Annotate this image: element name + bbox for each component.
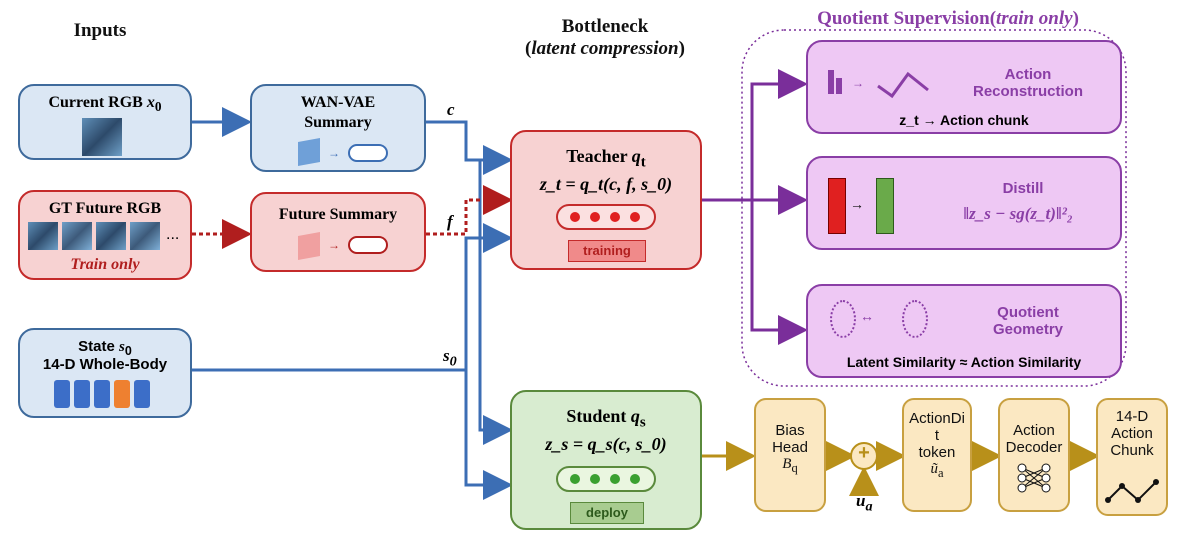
distill-title: Distill — [1002, 180, 1044, 197]
double-arrow-icon: ↔ — [860, 308, 874, 324]
future-frame-4 — [130, 222, 160, 250]
state-box: State s0 14-D Whole-Body — [18, 328, 192, 418]
arrow-small-icon: → — [852, 76, 864, 90]
teacher-formula: z_t = q_t(c, f, s_0) — [539, 174, 673, 194]
red-vector-icon — [828, 178, 846, 234]
distill-box: → Distill ‖z_s − sg(z_t)‖²₂ — [806, 156, 1122, 250]
token-pill-icon — [348, 144, 388, 162]
action-recon-caption: z_t → Action chunk — [899, 112, 1029, 128]
latent-dot — [570, 474, 580, 484]
future-ellipsis: ... — [166, 226, 180, 243]
distill-formula: ‖z_s − sg(z_t)‖²₂ — [963, 204, 1073, 223]
network-icon — [1017, 463, 1051, 493]
future-frame-3 — [96, 222, 126, 250]
token-pill-icon — [348, 236, 388, 254]
gt-future-label: GT Future RGB — [48, 200, 162, 217]
line-plot-icon — [877, 71, 929, 99]
arrow-small-icon: → — [328, 238, 340, 252]
state-label: State s0 — [78, 338, 132, 358]
arrow-c-to-teacher — [426, 120, 513, 175]
edge-label-f: f — [447, 212, 453, 231]
student-box: Student qs z_s = q_s(c, s_0) deploy — [510, 390, 702, 530]
trajectory-icon — [1105, 479, 1159, 503]
current-rgb-box: Current RGB x0 — [18, 84, 192, 160]
wan-vae-box: WAN-VAE Summary → — [250, 84, 426, 172]
stack-icon — [298, 232, 320, 260]
bar-chart-icon — [828, 70, 834, 94]
current-rgb-thumbnail — [82, 118, 122, 156]
latent-dot — [590, 474, 600, 484]
teacher-box: Teacher qt z_t = q_t(c, f, s_0) training — [510, 130, 702, 270]
wan-vae-subtitle: Summary — [304, 114, 372, 131]
stack-icon — [298, 138, 320, 166]
future-summary-title: Future Summary — [278, 206, 398, 223]
train-only-note: Train only — [70, 256, 140, 273]
green-vector-icon — [876, 178, 894, 234]
student-title: Student qs — [566, 406, 646, 431]
current-rgb-label: Current RGB x0 — [48, 94, 162, 115]
arrow-s0-to-teacher — [464, 223, 513, 370]
latent-dot — [610, 474, 620, 484]
state-bar-3 — [94, 380, 110, 408]
arrow-f-to-teacher — [426, 185, 513, 236]
bar-chart-icon — [836, 78, 842, 94]
training-badge: training — [568, 240, 646, 262]
quotient-header: Quotient Supervision(train only) — [817, 8, 1079, 29]
latent-dot — [590, 212, 600, 222]
student-latent-pill — [556, 466, 656, 492]
inputs-header: Inputs — [73, 20, 127, 41]
deploy-badge: deploy — [570, 502, 644, 524]
latent-dot — [630, 212, 640, 222]
arrow-small-icon: → — [328, 146, 340, 160]
latent-dot — [630, 474, 640, 484]
latent-dot — [610, 212, 620, 222]
latent-dot — [570, 212, 580, 222]
arrow-small-icon: → — [850, 196, 864, 212]
state-dim-label: 14-D Whole-Body — [42, 356, 168, 373]
future-frame-2 — [62, 222, 92, 250]
bottleneck-header: Bottleneck (latent compression) — [525, 16, 685, 59]
sum-node — [850, 442, 878, 470]
student-formula: z_s = q_s(c, s_0) — [545, 434, 667, 454]
state-bar-1 — [54, 380, 70, 408]
edge-label-s0: s0 — [443, 346, 457, 370]
edge-label-c: c — [447, 100, 455, 119]
arrow-c-to-student — [466, 158, 513, 445]
u-a-label: ua — [856, 491, 873, 515]
arrow-s0-to-student — [192, 368, 513, 500]
future-frame-1 — [28, 222, 58, 250]
state-bar-5 — [134, 380, 150, 408]
quotient-geometry-caption: Latent Similarity ≈ Action Similarity — [846, 354, 1082, 370]
state-bar-2 — [74, 380, 90, 408]
arrow-teacher-to-supervision — [702, 69, 808, 202]
plus-icon: + — [858, 442, 870, 464]
ellipse-icon — [902, 300, 928, 338]
teacher-latent-pill — [556, 204, 656, 230]
future-summary-box: Future Summary → — [250, 192, 426, 272]
wan-vae-title: WAN-VAE — [300, 94, 376, 111]
gt-future-box: GT Future RGB ... Train only — [18, 190, 192, 280]
ellipse-icon — [830, 300, 856, 338]
teacher-title: Teacher qt — [566, 146, 646, 171]
supervision-group — [741, 29, 1127, 387]
state-bar-4 — [114, 380, 130, 408]
